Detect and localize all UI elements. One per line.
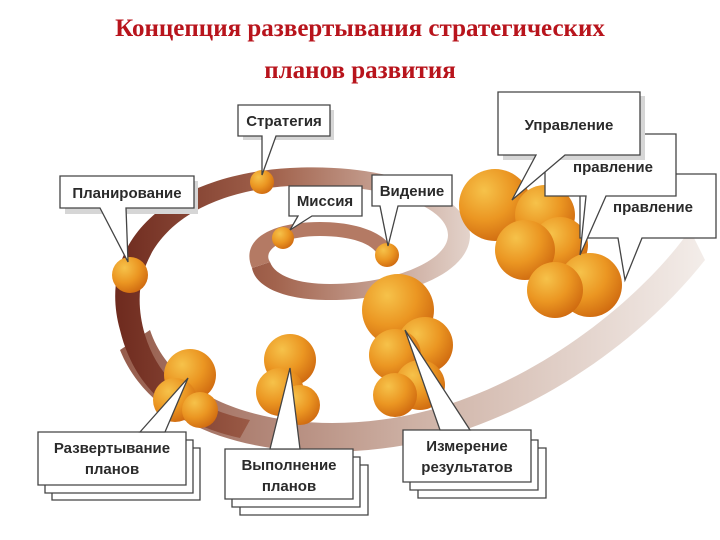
node-vision xyxy=(375,243,399,267)
page-title: Концепция развертывания стратегических п… xyxy=(0,8,720,92)
callout-deploy: Развертывание планов xyxy=(37,377,201,501)
label-planning: Планирование xyxy=(72,185,181,202)
label-deploy-line1: Развертывание xyxy=(54,440,170,457)
label-mission: Миссия xyxy=(297,193,353,210)
node-cluster-management xyxy=(459,169,622,318)
label-measure-line2: результатов xyxy=(421,459,512,476)
title-line-2: планов развития xyxy=(264,57,456,84)
node-planning xyxy=(112,257,148,293)
label-execute-line2: планов xyxy=(262,478,316,495)
spiral-nodes xyxy=(112,169,622,428)
callout-measure: Измерение результатов xyxy=(402,329,547,499)
spiral-outer-sweep xyxy=(120,230,705,452)
label-measure-line1: Измерение xyxy=(426,438,507,455)
callout-management-stack: правление правление Управление xyxy=(497,91,717,283)
spiral-inner-curl xyxy=(249,222,392,268)
label-management-2: правление xyxy=(573,159,653,176)
title-line-1: Концепция развертывания стратегических xyxy=(115,15,605,42)
callout-mission: Миссия xyxy=(288,185,363,231)
callout-planning: Планирование xyxy=(59,175,198,263)
label-execute-line1: Выполнение xyxy=(241,457,336,474)
node-strategy xyxy=(250,170,274,194)
label-vision: Видение xyxy=(380,183,445,200)
label-deploy-line2: планов xyxy=(85,461,139,478)
node-mission xyxy=(272,227,294,249)
label-management-3: правление xyxy=(613,199,693,216)
callout-vision: Видение xyxy=(371,174,453,247)
label-strategy: Стратегия xyxy=(246,113,322,130)
callout-execute: Выполнение планов xyxy=(224,367,369,516)
label-management-1: Управление xyxy=(525,117,614,134)
callout-strategy: Стратегия xyxy=(237,104,334,176)
